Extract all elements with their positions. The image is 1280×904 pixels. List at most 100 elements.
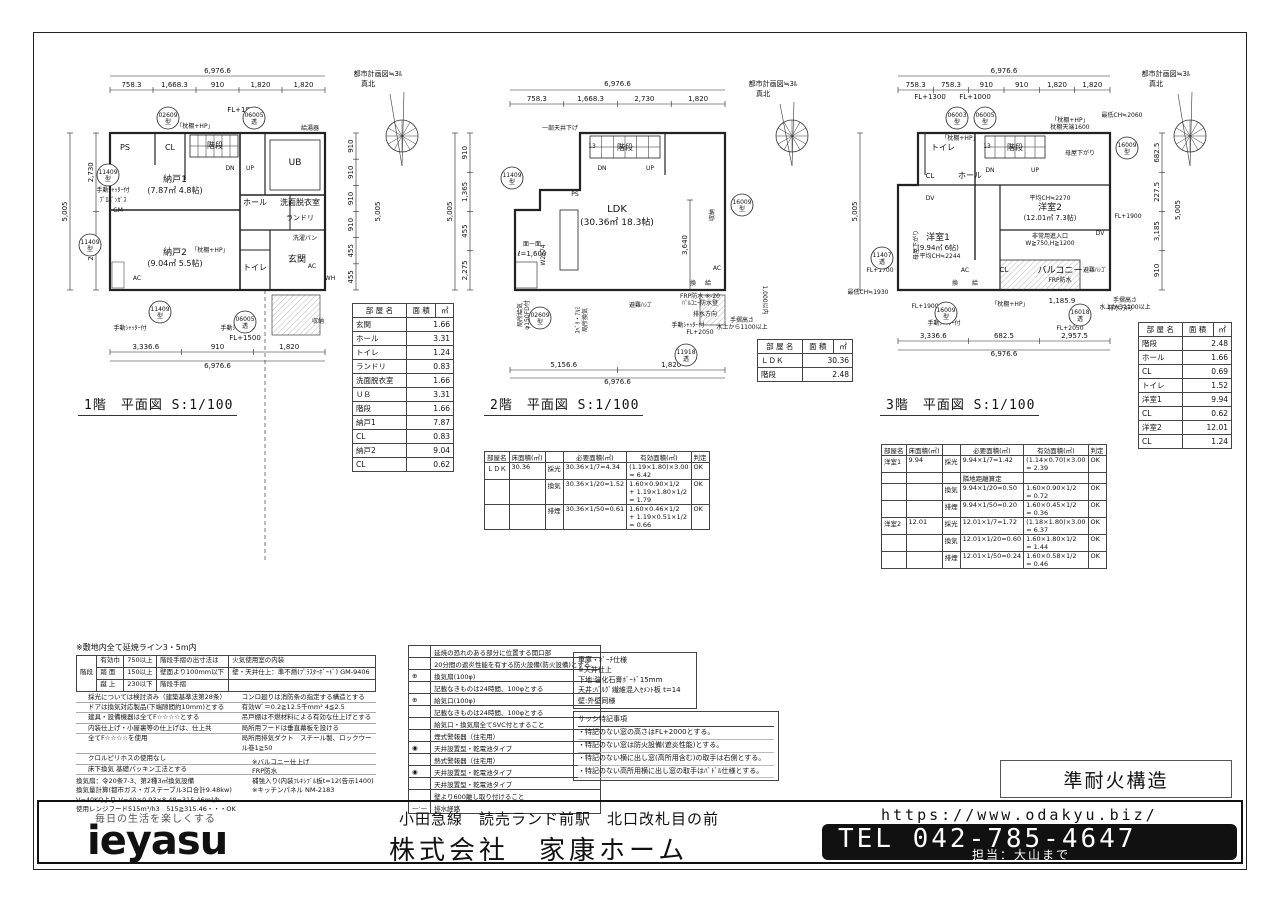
room-name: ＬＤＫ	[757, 353, 803, 368]
table-cell: 排煙	[544, 504, 564, 530]
sash-line: ・特記のない高所用横に出し窓の取手はﾊﾞﾄﾞﾙ仕様とする。	[578, 766, 774, 779]
table-cell: 階段手摺	[156, 678, 230, 692]
room-area: 2.48	[801, 367, 853, 382]
legend-row: ⊕給気口(100φ)	[407, 693, 601, 706]
room-label: (9.94㎡ 6帖)	[917, 243, 959, 252]
table-cell: OK	[1087, 500, 1107, 518]
legend-symbol: ◉	[407, 765, 432, 778]
table-cell: OK	[1087, 551, 1107, 569]
table-cell	[881, 551, 907, 569]
dimension-label: 5,005	[61, 201, 69, 221]
table-header-row: 部屋名床面積(㎡)必要面積(㎡)有効面積(㎡)判定	[484, 451, 710, 463]
table-cell	[1023, 472, 1089, 484]
compass-north-label: 真北	[756, 89, 770, 98]
table-cell: 9.94×1/50=0.20	[959, 500, 1025, 518]
company-footer: 毎日の生活を楽しくする ieyasu 小田急線 読売ランド前駅 北口改札目の前 …	[37, 800, 1243, 866]
table-cell: 150以上	[123, 666, 158, 680]
dimension-label: 1,820	[293, 81, 313, 89]
company-url[interactable]: https://www.odakyu.biz/	[881, 806, 1158, 824]
table-cell: 1.60×0.90×1/2= 0.72	[1023, 483, 1089, 501]
window-tag	[730, 193, 754, 217]
table-header-row: 部屋名床面積(㎡)必要面積(㎡)有効面積(㎡)判定	[881, 444, 1107, 456]
window-tag	[934, 301, 958, 325]
note-line: 換気扇：令20条7-3、第2種3㎡換気設備	[76, 776, 195, 785]
note-text: 採光については検討済み（建築基準法第28条）	[88, 692, 226, 701]
note-text: 吊戸棚は不燃材料による有効な仕上げとする	[241, 713, 372, 722]
window-tag	[1068, 303, 1092, 327]
table-cell: 30.36×1/20=1.52	[562, 479, 628, 505]
window-tag	[242, 106, 266, 130]
compass-ray	[1189, 135, 1204, 145]
window-tag	[500, 166, 524, 190]
room-area: 0.69	[1181, 364, 1233, 379]
legend-row: —·—排水経路	[407, 801, 601, 814]
phone-number[interactable]: TEL 042-785-4647	[838, 824, 1137, 854]
room-label: GM	[113, 207, 123, 214]
room-name: 玄関	[352, 317, 407, 332]
legend-symbol	[407, 657, 432, 670]
table-cell	[881, 483, 907, 501]
fire-interior-note: 壁・天井仕上：準不燃(ﾌﾟﾗｽﾀｰﾎﾞｰﾄﾞ) GM-9406	[228, 666, 376, 680]
table-header: 判定	[1087, 444, 1107, 456]
kitchen-counter	[559, 209, 579, 271]
compass-north-label: 真北	[361, 79, 375, 88]
table-cell: 9.94	[905, 455, 943, 473]
note-text: 建具・設備機器は全てF☆☆☆☆とする	[88, 713, 200, 722]
floor3-overall-dim: 6,976.6	[991, 67, 1018, 75]
compass-ray	[1189, 127, 1204, 137]
plan-note: 給湯器	[301, 124, 319, 132]
dimension-label: 910	[211, 81, 224, 89]
legend-row: 給気口・換気扇全てSVC付とすること	[407, 717, 601, 730]
legend-symbol	[407, 645, 432, 658]
room-label: 納戸1	[163, 173, 187, 185]
room-label: 階段	[207, 140, 223, 150]
plan-note: 洗濯パン	[293, 234, 317, 242]
window-tag	[973, 106, 997, 130]
room-label: ホール	[958, 171, 982, 180]
table-header: ㎡	[435, 303, 454, 318]
room-label: AC	[133, 275, 141, 282]
dimension-label: 910	[347, 192, 355, 205]
note-line: FRP防水	[252, 767, 278, 776]
room-name: CL	[1138, 364, 1183, 379]
room-area: 1.66	[405, 317, 455, 332]
table-cell	[508, 479, 546, 505]
window-tag	[156, 106, 180, 130]
room-area: 1.66	[1181, 350, 1233, 365]
dimension-label: 5,005	[446, 201, 454, 221]
drawing-sheet	[33, 32, 1247, 870]
room-label: トイレ	[243, 263, 267, 272]
ieyasu-logo: 毎日の生活を楽しくする ieyasu	[57, 806, 357, 864]
table-header: 床面積(㎡)	[905, 444, 943, 456]
plan-note: FL+2050	[686, 329, 713, 336]
plan-note: 手動ｼｬｯﾀｰ付	[96, 186, 129, 194]
room-area: 9.04	[405, 443, 455, 458]
legend-row: 熱式警報器（住宅用）	[407, 753, 601, 766]
legend-row: 延焼の恐れのある部分に位置する開口部	[407, 645, 601, 658]
north-arrow	[389, 93, 403, 167]
compass-ray	[791, 135, 801, 150]
plan-note: 最低CH≒2060	[1101, 111, 1142, 119]
legend-symbol	[407, 753, 432, 766]
note-line: 使用レンジフード515m³/h3 515≧315.46・・・OK	[76, 805, 236, 814]
finish-line: 下地:強化石膏ﾎﾞｰﾄﾞ15mm	[578, 676, 663, 685]
table-cell	[905, 534, 943, 552]
floor1-plan-title: 1階 平面図 S:1/100	[78, 394, 238, 416]
table-header: 面 積	[1181, 322, 1214, 337]
table-cell: 30.36×1/7=4.34	[562, 462, 628, 480]
